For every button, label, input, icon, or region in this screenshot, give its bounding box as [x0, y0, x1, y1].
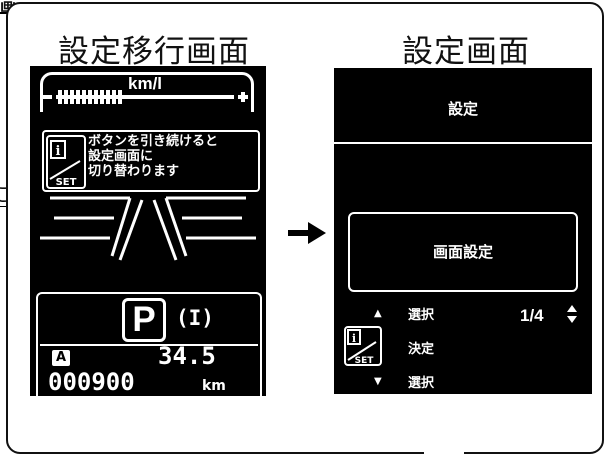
- info-glyph: i: [56, 144, 61, 159]
- enter-label: 決定: [408, 342, 435, 357]
- fuel-bar-segment: [58, 90, 62, 104]
- temperature-readout: 34.5: [158, 342, 216, 370]
- fuel-economy-unit: km/l: [128, 74, 163, 93]
- select-down-label: 選択: [408, 376, 435, 391]
- gear-position-indicator: (I): [176, 306, 214, 330]
- down-arrow-icon: ▼: [374, 376, 382, 387]
- settings-title: 設定: [447, 100, 478, 118]
- settings-screen-heading: 設定画面: [402, 34, 530, 70]
- cropped-line-fragment: [0, 206, 6, 207]
- fuel-bar-segment: [76, 90, 80, 104]
- page-indicator: 1/4: [520, 306, 544, 325]
- display-settings-menu-item[interactable]: 画面設定: [348, 212, 578, 292]
- fuel-bar-segment: [118, 90, 122, 104]
- info-set-button-icon: i SET: [46, 135, 86, 189]
- fuel-bar-segment: [88, 90, 92, 104]
- settings-transition-screen-heading: 設定移行画面: [58, 34, 250, 70]
- info-glyph: i: [352, 332, 356, 345]
- settings-display: 設定 画面設定 ▲ 選択 1/4 i SET 決定 ▼ 選択: [334, 68, 592, 394]
- lane-lines-graphic: [40, 196, 256, 261]
- fuel-bar-segment: [112, 90, 116, 104]
- info-set-button-icon: i SET: [344, 326, 382, 366]
- frame-notch: [424, 446, 464, 462]
- fuel-economy-bar-frame: [40, 72, 254, 112]
- fuel-bar-segment: [94, 90, 98, 104]
- hold-button-message: ボタンを引き続けると 設定画面に 切り替わります: [88, 134, 219, 179]
- up-arrow-icon: ▲: [374, 308, 382, 319]
- fuel-bar-segment: [64, 90, 68, 104]
- odometer-unit: km: [202, 378, 226, 394]
- set-glyph: SET: [56, 177, 77, 188]
- up-down-arrows-icon: [567, 305, 577, 323]
- fuel-bar-segment: [106, 90, 110, 104]
- right-arrow-icon: [288, 222, 326, 244]
- settings-transition-display: km/l i SET ボタンを引き続けると 設定画面に 切り替わります P: [30, 66, 266, 396]
- fuel-bar-segment: [100, 90, 104, 104]
- divider: [334, 142, 592, 144]
- fuel-bar-segment: [82, 90, 86, 104]
- odometer-readout: 000900: [48, 368, 135, 396]
- gauge-lower-panel: [36, 292, 262, 396]
- plus-icon-vertical: [241, 92, 245, 102]
- auto-badge: A: [52, 350, 70, 366]
- set-glyph: SET: [355, 356, 375, 366]
- minus-icon: [42, 95, 52, 99]
- fuel-economy-bar-track: [56, 95, 234, 99]
- select-up-label: 選択: [408, 308, 435, 323]
- fuel-economy-bar-fill: [58, 90, 122, 104]
- divider: [40, 344, 258, 346]
- fuel-bar-segment: [70, 90, 74, 104]
- hold-button-message-box: i SET ボタンを引き続けると 設定画面に 切り替わります: [42, 130, 260, 192]
- park-gear-indicator: P: [122, 298, 166, 342]
